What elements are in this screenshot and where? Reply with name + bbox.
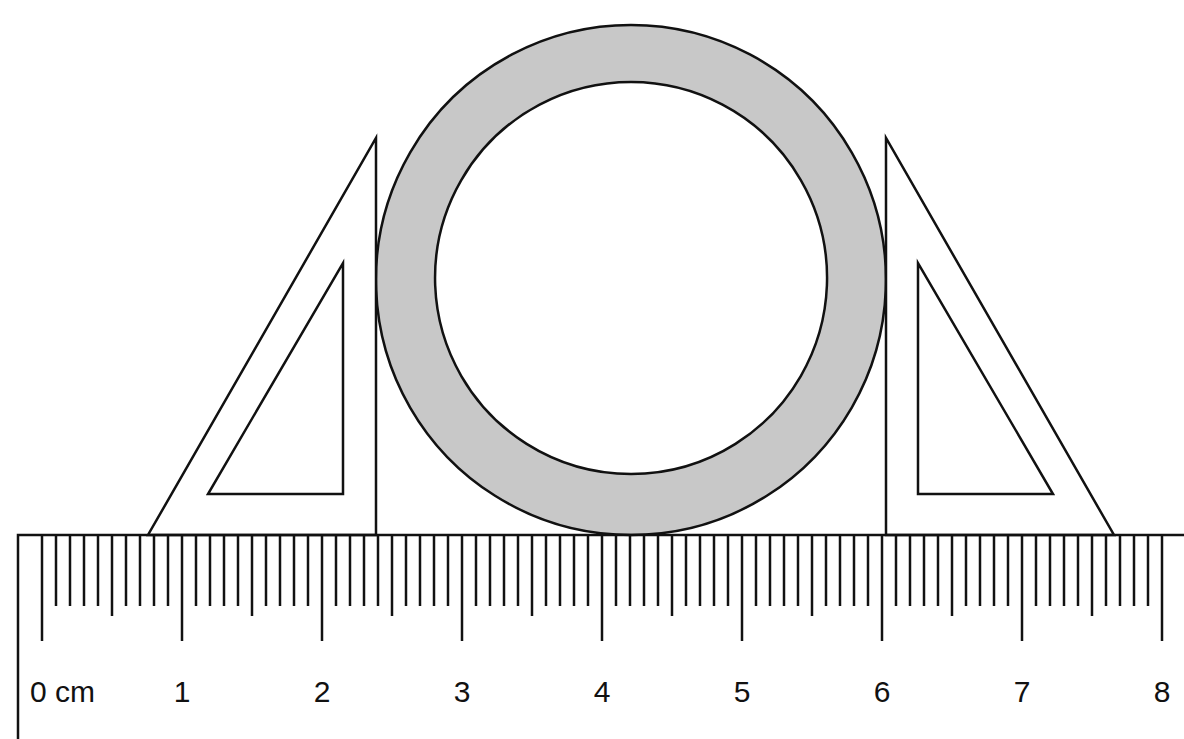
- tick-mark: [657, 536, 660, 606]
- ruler-body: [18, 535, 1184, 739]
- tick-mark: [629, 536, 632, 606]
- scale-number: 4: [594, 677, 611, 707]
- tick-mark: [937, 536, 940, 606]
- tick-mark: [83, 536, 86, 606]
- tick-mark: [1021, 536, 1024, 641]
- tick-mark: [699, 536, 702, 606]
- ring: [376, 25, 886, 535]
- tick-mark: [209, 536, 212, 606]
- tick-mark: [153, 536, 156, 606]
- tick-mark: [853, 536, 856, 606]
- tick-mark: [363, 536, 366, 606]
- tick-mark: [545, 536, 548, 606]
- tick-mark: [1049, 536, 1052, 606]
- tick-mark: [797, 536, 800, 606]
- tick-mark: [181, 536, 184, 641]
- tick-mark: [1007, 536, 1010, 606]
- tick-mark: [475, 536, 478, 606]
- tick-mark: [671, 536, 674, 616]
- tick-mark: [909, 536, 912, 606]
- tick-mark: [979, 536, 982, 606]
- tick-mark: [489, 536, 492, 606]
- tick-mark: [587, 536, 590, 606]
- tick-mark: [993, 536, 996, 606]
- tick-mark: [1063, 536, 1066, 606]
- tick-mark: [1035, 536, 1038, 606]
- tick-mark: [531, 536, 534, 616]
- tick-mark: [517, 536, 520, 606]
- tick-mark: [643, 536, 646, 606]
- tick-mark: [923, 536, 926, 606]
- tick-mark: [321, 536, 324, 641]
- scale-number: 8: [1154, 677, 1171, 707]
- tick-mark: [41, 536, 44, 641]
- tick-mark: [1119, 536, 1122, 606]
- tick-mark: [895, 536, 898, 606]
- set-square: [886, 138, 1114, 535]
- tick-mark: [503, 536, 506, 606]
- tick-mark: [783, 536, 786, 606]
- scale-number: 0 cm: [30, 677, 95, 707]
- scale-number: 7: [1014, 677, 1031, 707]
- tick-mark: [139, 536, 142, 606]
- tick-mark: [1147, 536, 1150, 606]
- tick-mark: [839, 536, 842, 606]
- tick-mark: [125, 536, 128, 606]
- tick-mark: [111, 536, 114, 616]
- tick-mark: [601, 536, 604, 641]
- tick-mark: [279, 536, 282, 606]
- tick-mark: [97, 536, 100, 606]
- tick-mark: [965, 536, 968, 606]
- tick-mark: [293, 536, 296, 606]
- tick-mark: [1077, 536, 1080, 606]
- tick-mark: [951, 536, 954, 616]
- scale-number: 5: [734, 677, 751, 707]
- tick-mark: [713, 536, 716, 606]
- tick-mark: [377, 536, 380, 606]
- tick-mark: [573, 536, 576, 606]
- tick-mark: [237, 536, 240, 606]
- tick-mark: [405, 536, 408, 606]
- tick-mark: [1133, 536, 1136, 606]
- tick-mark: [559, 536, 562, 606]
- tick-mark: [615, 536, 618, 606]
- tick-mark: [1091, 536, 1094, 616]
- tick-mark: [1161, 536, 1164, 641]
- tick-mark: [265, 536, 268, 606]
- tick-mark: [307, 536, 310, 606]
- tick-mark: [69, 536, 72, 606]
- scale-number: 2: [314, 677, 331, 707]
- tick-mark: [447, 536, 450, 606]
- scale-number: 3: [454, 677, 471, 707]
- tick-mark: [881, 536, 884, 641]
- tick-mark: [825, 536, 828, 606]
- tick-mark: [335, 536, 338, 606]
- tick-mark: [867, 536, 870, 606]
- tick-mark: [811, 536, 814, 616]
- tick-mark: [727, 536, 730, 606]
- tick-mark: [55, 536, 58, 606]
- tick-mark: [391, 536, 394, 616]
- tick-mark: [755, 536, 758, 606]
- scale-number: 6: [874, 677, 891, 707]
- ruler-ticks: [42, 536, 1162, 641]
- set-square: [148, 138, 376, 535]
- tick-mark: [223, 536, 226, 606]
- tick-mark: [349, 536, 352, 606]
- tick-mark: [1105, 536, 1108, 606]
- tick-mark: [167, 536, 170, 606]
- tick-mark: [769, 536, 772, 606]
- tick-mark: [433, 536, 436, 606]
- tick-mark: [685, 536, 688, 606]
- tick-mark: [741, 536, 744, 641]
- tick-mark: [419, 536, 422, 606]
- tick-mark: [195, 536, 198, 606]
- scale-number: 1: [174, 677, 191, 707]
- tick-mark: [251, 536, 254, 616]
- tick-mark: [461, 536, 464, 641]
